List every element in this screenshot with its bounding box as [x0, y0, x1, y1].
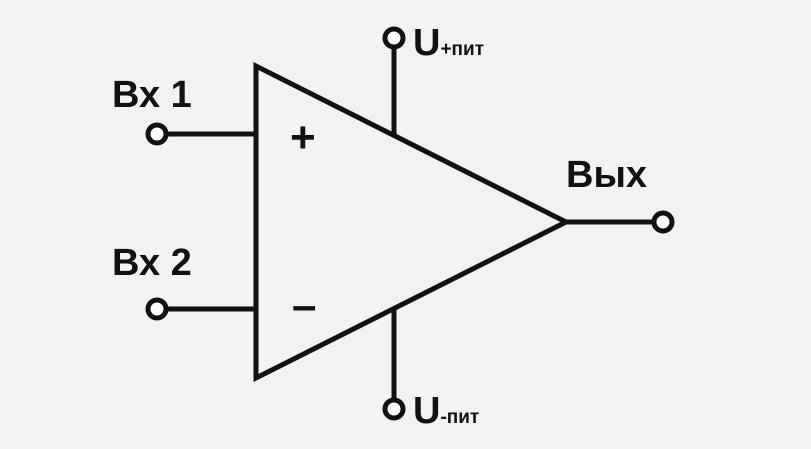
input-2-label: Вх 2: [112, 242, 192, 284]
positive-supply-terminal: [382, 26, 406, 50]
positive-supply-symbol: U: [413, 22, 441, 64]
negative-supply-symbol: U: [413, 390, 441, 432]
positive-supply-subscript: +пит: [440, 39, 485, 60]
output-label: Вых: [566, 154, 648, 196]
negative-supply-subscript: -пит: [440, 407, 480, 428]
input-2-terminal: [145, 297, 169, 321]
op-amp-triangle: [253, 61, 572, 383]
negative-supply-label: U-пит: [413, 392, 479, 430]
output-terminal: [651, 210, 675, 234]
input-1-terminal: [145, 122, 169, 146]
negative-supply-terminal: [382, 397, 406, 421]
non-inverting-sign: +: [290, 113, 316, 162]
positive-supply-label: U+пит: [413, 24, 484, 62]
inverting-sign: –: [292, 281, 317, 330]
input-1-label: Вх 1: [112, 74, 192, 116]
